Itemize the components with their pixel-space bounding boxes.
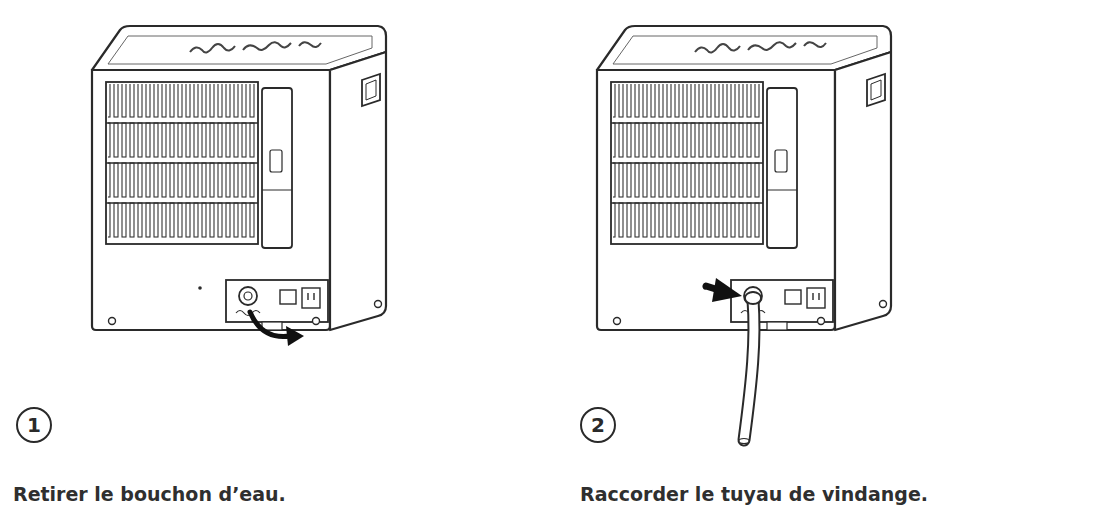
drain-hose — [739, 292, 761, 444]
dehumidifier-back — [597, 26, 891, 330]
step-number-circle: 2 — [580, 407, 616, 443]
step-caption: Raccorder le tuyau de vindange. — [580, 483, 928, 505]
step-number-circle: 1 — [16, 407, 52, 443]
remove-arrow — [250, 312, 304, 346]
step-number: 1 — [27, 415, 41, 435]
push-arrow — [706, 278, 742, 302]
dehumidifier-back — [92, 26, 386, 330]
step-caption: Retirer le bouchon d’eau. — [13, 483, 286, 505]
step-number: 2 — [591, 415, 605, 435]
